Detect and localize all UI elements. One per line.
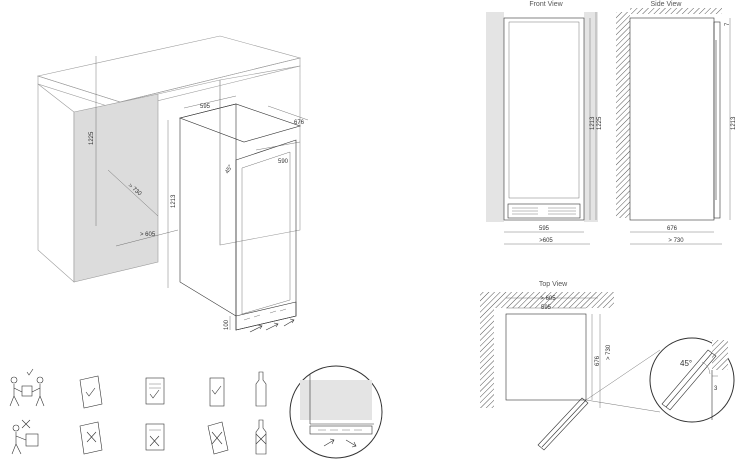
manual-check-icon (145, 377, 165, 405)
isometric-installation-view: 595 676 590 1213 1225 > 730 > 605 100 45… (36, 35, 309, 333)
top-view-title: Top View (539, 281, 568, 288)
right-cabinet (219, 65, 301, 246)
front-min-width-label: >605 (539, 238, 553, 244)
level-stand-icon (209, 377, 225, 407)
door-angle-detail: 45° 3 (649, 337, 735, 423)
manual-cross-icon (145, 423, 165, 451)
side-min-depth-label: > 730 (668, 238, 684, 244)
iso-height-label: 1213 (171, 194, 177, 208)
handling-icons (9, 368, 267, 455)
kickplate (235, 301, 297, 331)
upright-transport-icon (79, 375, 103, 409)
iso-depth-label: 676 (294, 120, 305, 126)
no-bottle-icon (255, 419, 267, 455)
iso-min-width-label: > 605 (140, 232, 156, 238)
top-min-width-label: > 605 (540, 296, 556, 302)
ventilation-detail (289, 365, 383, 459)
front-kickplate (507, 203, 581, 219)
top-cabinet (505, 313, 587, 401)
left-cabinet-front (73, 93, 159, 283)
top-width-label: 595 (541, 305, 552, 311)
detail-door (661, 349, 717, 411)
top-back-wall (480, 292, 614, 308)
dim-line-min-depth (107, 169, 159, 217)
side-top-gap-label: 7 (725, 22, 731, 26)
no-tilted-stand-icon (207, 421, 229, 455)
niche-top-edge (157, 79, 221, 95)
iso-cabinet-height-label: 1225 (89, 131, 95, 145)
dim-line-depth (267, 105, 309, 121)
iso-base-label: 100 (224, 319, 230, 330)
vent-slots (243, 308, 287, 321)
front-cabinet (503, 17, 585, 221)
side-view-title: Side View (650, 1, 682, 8)
no-one-person-lift-icon (11, 419, 39, 455)
top-detail-leader-a (585, 349, 661, 401)
left-cabinet (37, 83, 75, 283)
side-top-wall (630, 8, 722, 14)
top-view: Top View > 605 595 676 > 730 (480, 281, 661, 451)
dim-line-width (183, 95, 237, 109)
detail-angle-label: 45° (680, 359, 692, 368)
top-open-door (537, 397, 589, 451)
detail-door-edge (665, 352, 713, 408)
side-depth-label: 676 (667, 226, 678, 232)
side-cabinet (629, 17, 715, 221)
iso-angle-label: 45° (225, 164, 235, 175)
top-min-depth-label: > 730 (606, 344, 612, 360)
dim-line-inner-depth (255, 141, 301, 151)
worktop (36, 35, 302, 103)
no-flat-transport-icon (79, 421, 103, 455)
side-height-label: 1213 (731, 116, 736, 130)
door-glass (241, 151, 291, 315)
front-vent-grille (512, 207, 576, 215)
two-person-lift-icon (9, 368, 45, 407)
top-detail-leader-b (585, 399, 661, 413)
front-door-glass (508, 21, 580, 199)
airflow-arrows (249, 318, 295, 333)
top-door-handle (541, 399, 587, 448)
appliance-door (235, 139, 297, 331)
detail-wall (712, 340, 728, 370)
top-depth-label: 676 (595, 355, 601, 366)
front-view-title: Front View (529, 1, 563, 8)
bottle-upright-icon (255, 371, 267, 407)
top-left-wall (480, 308, 494, 408)
detail-gap-label: 3 (714, 386, 718, 392)
front-view: Front View 1213 1225 595 >605 (486, 1, 603, 245)
side-door (713, 21, 721, 219)
front-height-a-label: 1213 (590, 116, 596, 130)
dim-line-min-width (115, 229, 179, 247)
side-view: Side View 7 1213 676 > 730 (616, 1, 736, 245)
niche-back-wall (74, 94, 158, 282)
front-height-b-label: 1225 (597, 116, 603, 130)
front-left-wall (486, 12, 504, 222)
appliance-top (178, 103, 301, 143)
iso-inner-depth-label: 590 (278, 159, 289, 165)
iso-width-label: 595 (200, 104, 211, 110)
front-width-label: 595 (539, 226, 550, 232)
front-right-wall (584, 12, 598, 222)
side-back-wall (616, 12, 630, 218)
